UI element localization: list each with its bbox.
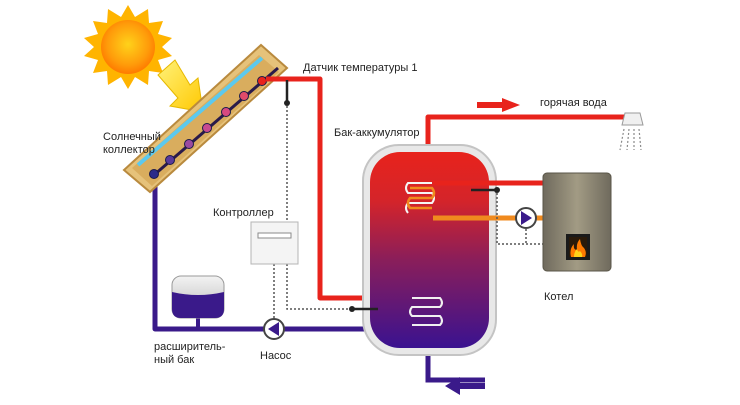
lower-coil — [409, 297, 443, 326]
boiler-label: Котел — [544, 291, 574, 303]
storage-tank-label: Бак-аккумулятор — [334, 127, 420, 139]
solar-collector-label: Солнечный коллектор — [103, 131, 161, 157]
boiler-wiring — [496, 193, 545, 245]
sunlight-arrow-icon — [157, 59, 204, 113]
temp-sensor-label: Датчик температуры 1 — [303, 62, 418, 74]
controller-label: Контроллер — [213, 207, 274, 219]
storage-tank — [362, 144, 497, 356]
cold-pipe-loop — [152, 172, 412, 332]
controller — [250, 221, 299, 265]
expansion-tank — [171, 275, 225, 319]
boiler-sensor — [471, 187, 500, 193]
pump-label: Насос — [260, 350, 292, 362]
sun-icon — [84, 5, 172, 89]
solar-collector — [122, 43, 289, 194]
cold-outlet-arrow-icon — [445, 377, 485, 395]
hot-water-label: горячая вода — [540, 97, 607, 109]
cold-outlet-pipe — [425, 352, 485, 383]
fire-icon — [570, 239, 586, 257]
pump-icon — [263, 318, 285, 340]
temperature-sensor-1 — [284, 80, 290, 106]
shower-head-icon — [619, 112, 644, 151]
boiler-pump-icon — [515, 207, 537, 229]
tank-sensor-lower — [349, 306, 378, 312]
solar-collector-label-line2: коллектор — [103, 144, 155, 156]
hot-water-arrow-icon — [477, 98, 520, 112]
expansion-tank-label-line2: ный бак — [154, 354, 195, 366]
hot-water-pipe — [425, 114, 630, 147]
expansion-tank-label: расширитель- ный бак — [154, 341, 225, 367]
solar-collector-label-line1: Солнечный — [103, 131, 161, 143]
controller-wiring — [273, 106, 352, 318]
upper-coil-orange — [406, 186, 436, 210]
expansion-tank-label-line1: расширитель- — [154, 341, 226, 353]
